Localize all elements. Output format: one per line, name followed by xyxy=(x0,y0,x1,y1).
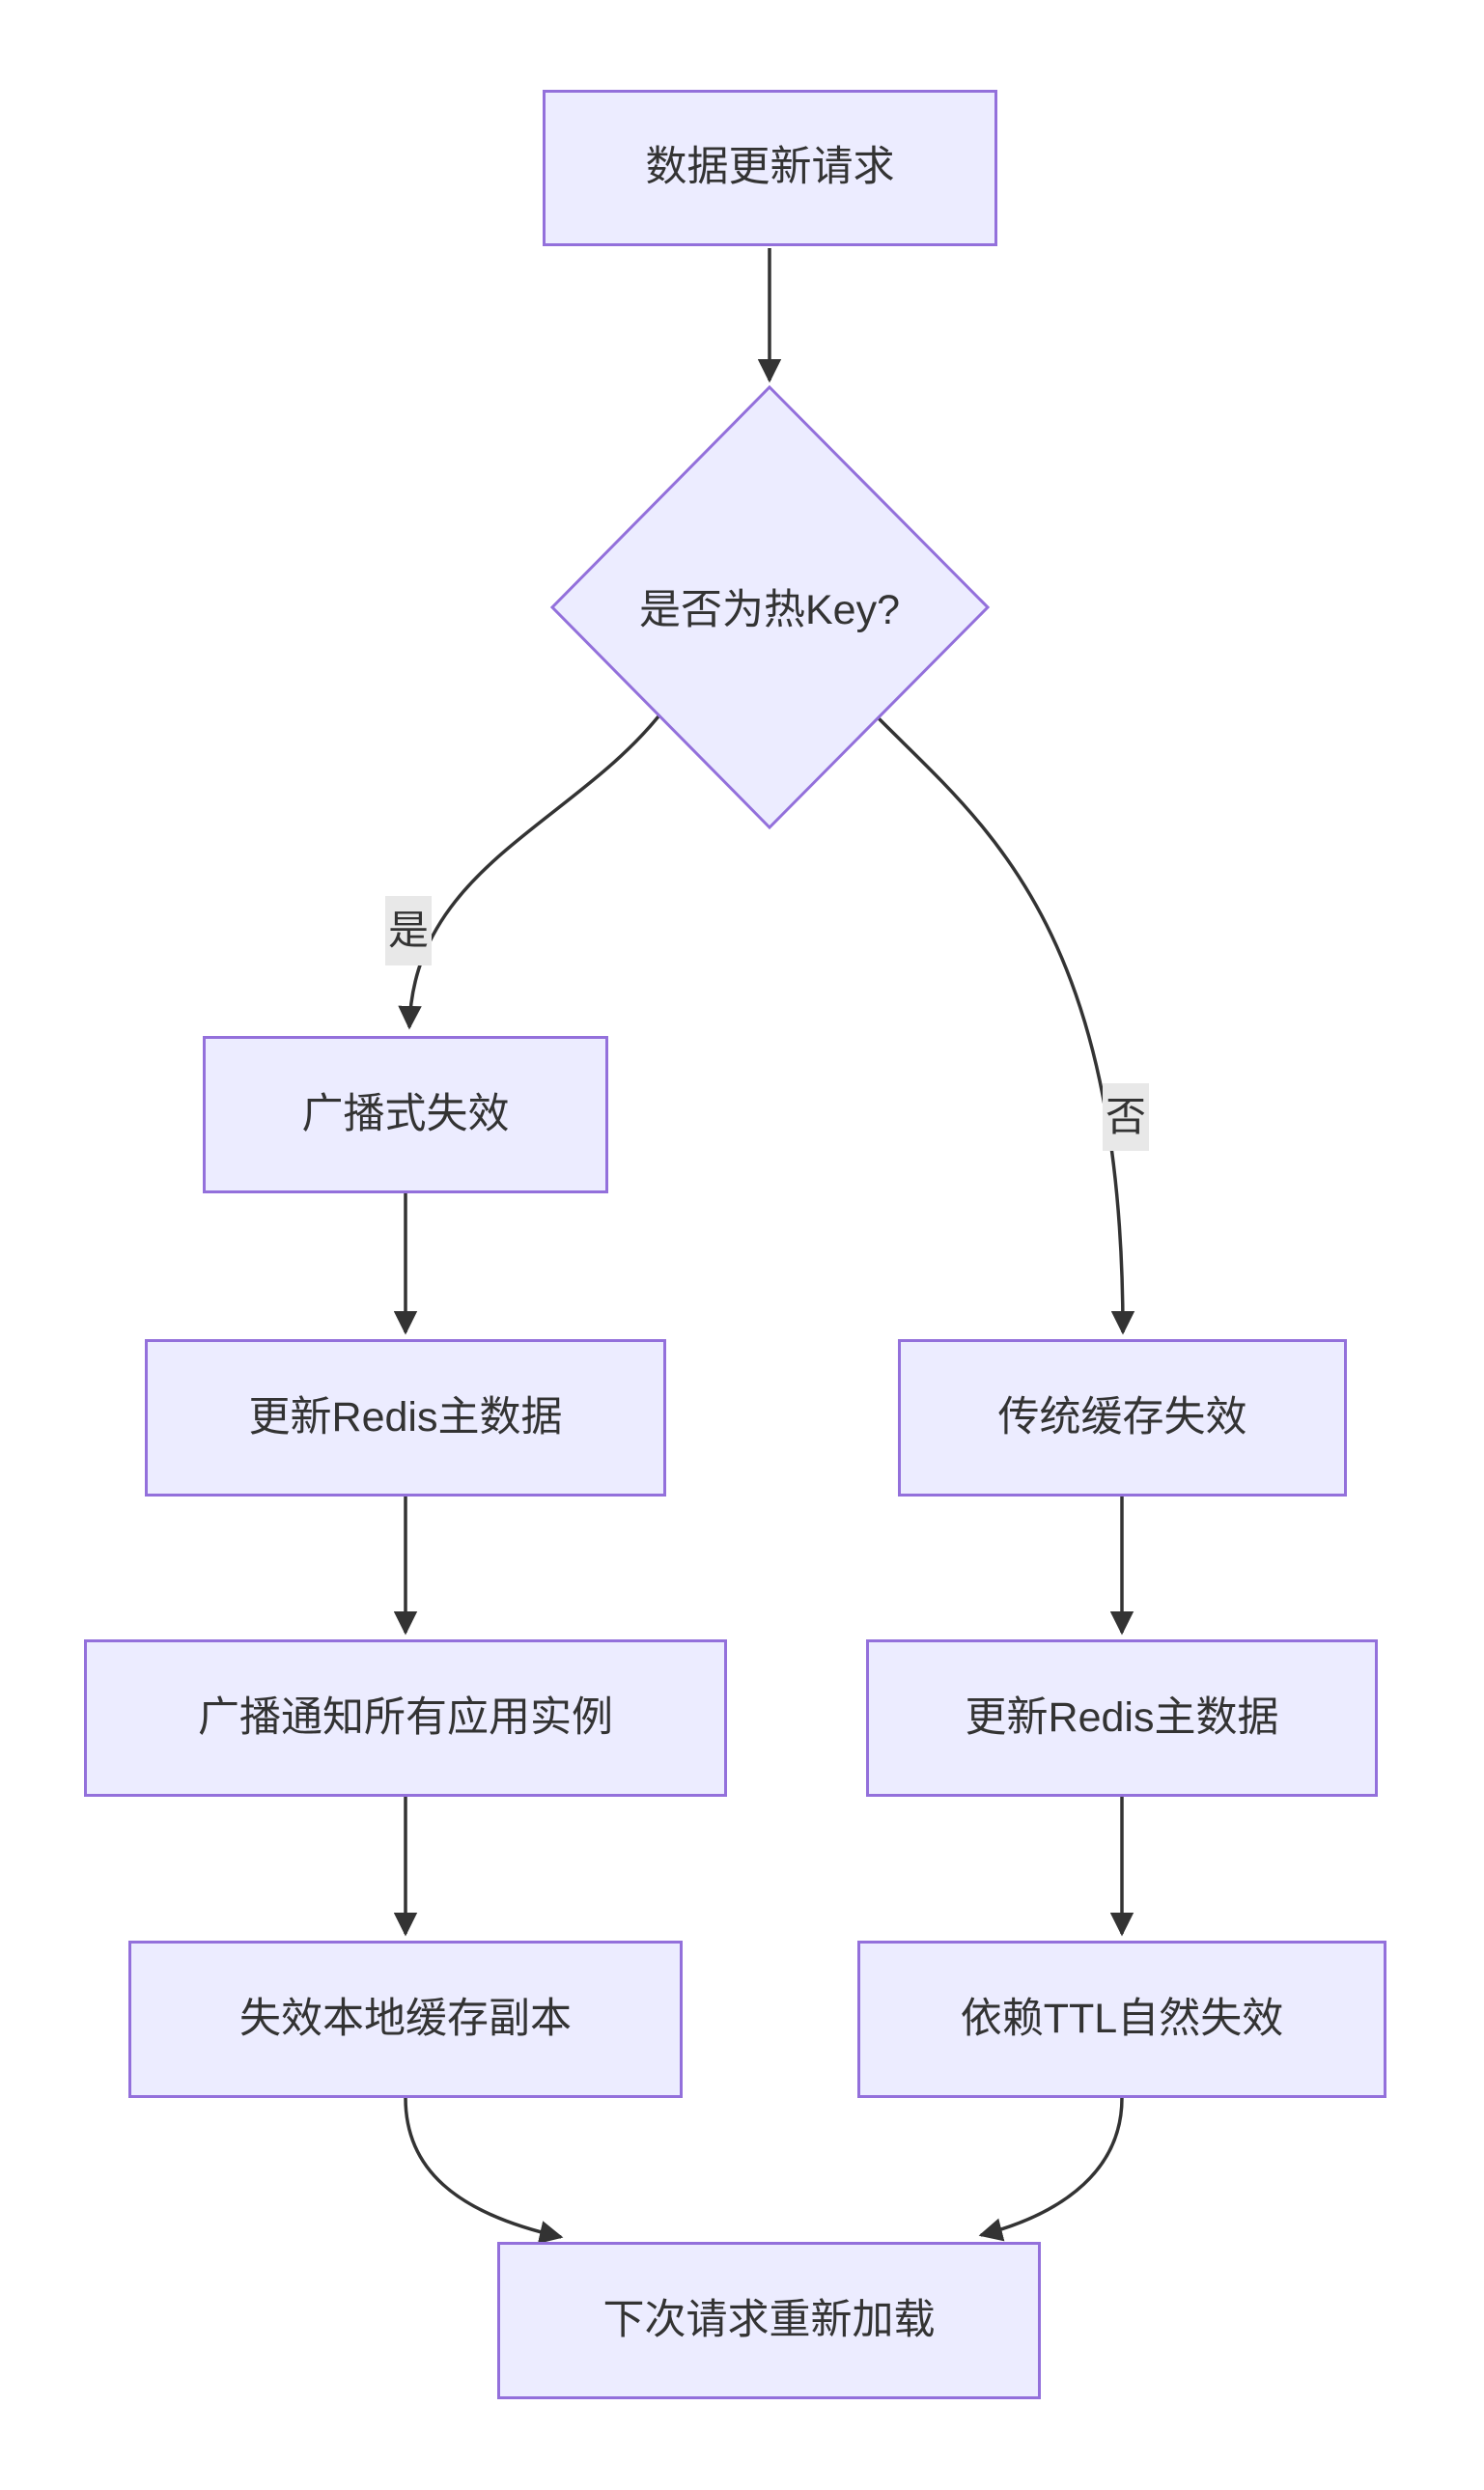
decision-diamond-shape xyxy=(549,384,991,830)
node-label: 更新Redis主数据 xyxy=(248,1393,563,1441)
edge-label-no: 否 xyxy=(1103,1083,1149,1151)
edge-label-yes: 是 xyxy=(385,896,432,965)
node-label: 广播式失效 xyxy=(301,1090,510,1137)
edge-ttl-to-reload xyxy=(978,2097,1124,2242)
edge-invalidate-local-to-reload xyxy=(404,2097,564,2245)
node-ttl-natural-expiry: 依赖TTL自然失效 xyxy=(857,1941,1386,2098)
node-label: 依赖TTL自然失效 xyxy=(960,1995,1284,2042)
node-label: 失效本地缓存副本 xyxy=(239,1995,572,2042)
node-label: 是否为热Key? xyxy=(638,587,900,633)
node-invalidate-local-cache: 失效本地缓存副本 xyxy=(128,1941,683,2098)
node-label: 广播通知所有应用实例 xyxy=(198,1693,613,1741)
node-update-redis-main-right: 更新Redis主数据 xyxy=(866,1639,1378,1797)
node-label: 下次请求重新加载 xyxy=(602,2296,936,2343)
node-hot-key-decision: 是否为热Key? xyxy=(576,577,963,635)
edge-decision-yes xyxy=(398,714,660,1030)
node-reload-on-next-request: 下次请求重新加载 xyxy=(497,2242,1041,2399)
node-data-update-request: 数据更新请求 xyxy=(543,90,997,246)
edge-decision-no xyxy=(877,716,1135,1335)
node-label: 传统缓存失效 xyxy=(997,1393,1247,1441)
node-update-redis-main-left: 更新Redis主数据 xyxy=(145,1339,666,1497)
node-label: 更新Redis主数据 xyxy=(965,1693,1279,1741)
node-traditional-cache-invalidation: 传统缓存失效 xyxy=(898,1339,1347,1497)
node-broadcast-notify-instances: 广播通知所有应用实例 xyxy=(84,1639,727,1797)
node-label: 数据更新请求 xyxy=(645,144,895,191)
node-broadcast-invalidation: 广播式失效 xyxy=(203,1036,608,1193)
